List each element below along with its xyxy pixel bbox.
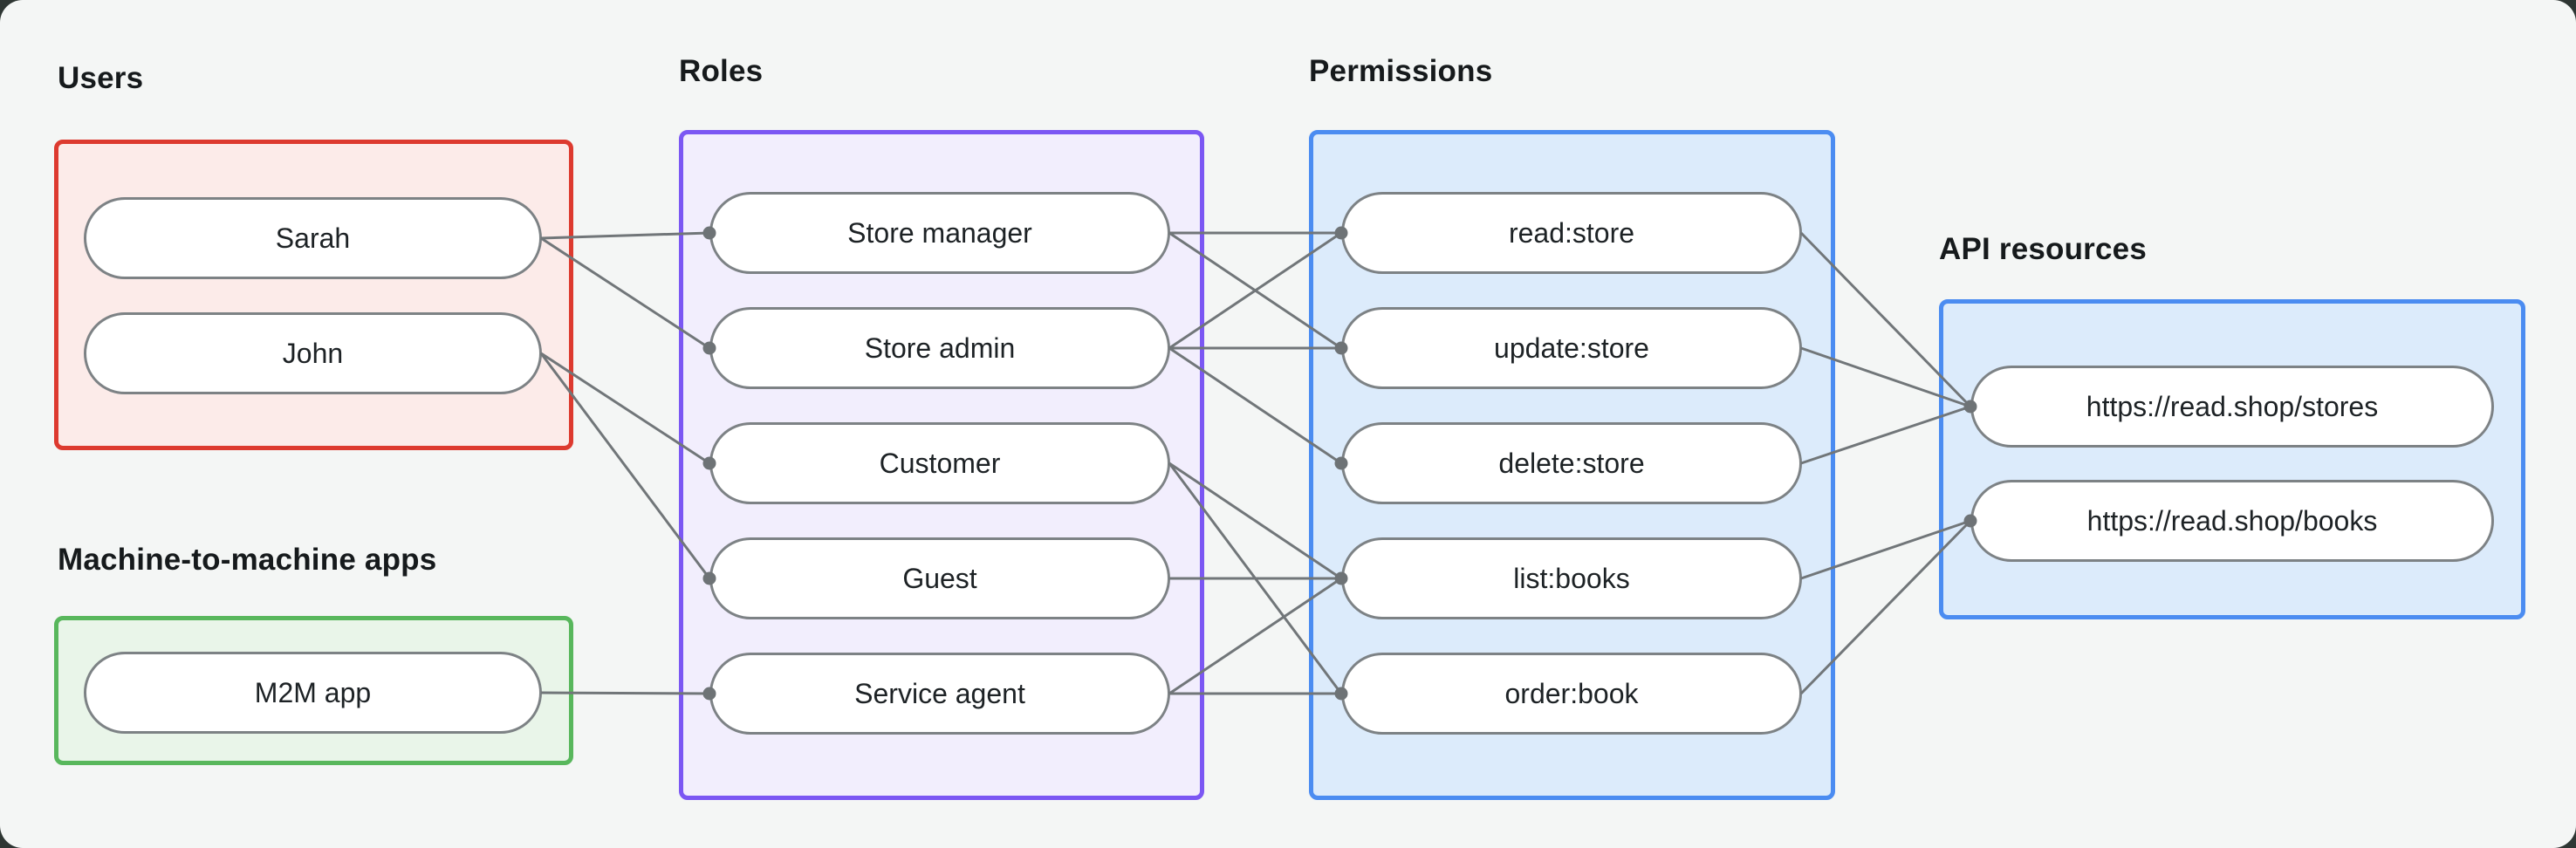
group-label-api: API resources [1939,232,2147,266]
node-label-read-store: read:store [1508,216,1635,249]
node-label-guest: Guest [902,562,977,594]
node-label-sarah: Sarah [275,222,351,254]
group-label-roles: Roles [679,54,764,88]
node-john: John [84,312,542,394]
node-label-books-api: https://read.shop/books [2086,504,2378,537]
node-store-admin: Store admin [709,307,1170,389]
group-label-users: Users [58,61,144,95]
node-store-manager: Store manager [709,192,1170,274]
group-box-api [1939,299,2525,619]
node-label-delete-store: delete:store [1498,447,1645,479]
node-label-service-agent: Service agent [854,677,1025,709]
node-label-customer: Customer [879,447,1001,479]
node-stores-api: https://read.shop/stores [1970,366,2494,448]
node-read-store: read:store [1341,192,1802,274]
node-label-stores-api: https://read.shop/stores [2086,390,2379,422]
node-label-store-manager: Store manager [847,216,1032,249]
node-guest: Guest [709,537,1170,619]
node-delete-store: delete:store [1341,422,1802,504]
node-customer: Customer [709,422,1170,504]
node-list-books: list:books [1341,537,1802,619]
node-label-john: John [282,337,344,369]
node-label-update-store: update:store [1494,332,1649,364]
node-sarah: Sarah [84,197,542,279]
node-m2m-app: M2M app [84,652,542,734]
group-label-permissions: Permissions [1309,54,1493,88]
node-books-api: https://read.shop/books [1970,480,2494,562]
node-service-agent: Service agent [709,653,1170,735]
node-label-order-book: order:book [1504,677,1639,709]
node-update-store: update:store [1341,307,1802,389]
node-label-list-books: list:books [1513,562,1630,594]
group-box-users [54,140,573,450]
node-label-m2m-app: M2M app [254,676,372,708]
node-order-book: order:book [1341,653,1802,735]
node-label-store-admin: Store admin [864,332,1016,364]
group-label-m2m: Machine-to-machine apps [58,543,437,577]
